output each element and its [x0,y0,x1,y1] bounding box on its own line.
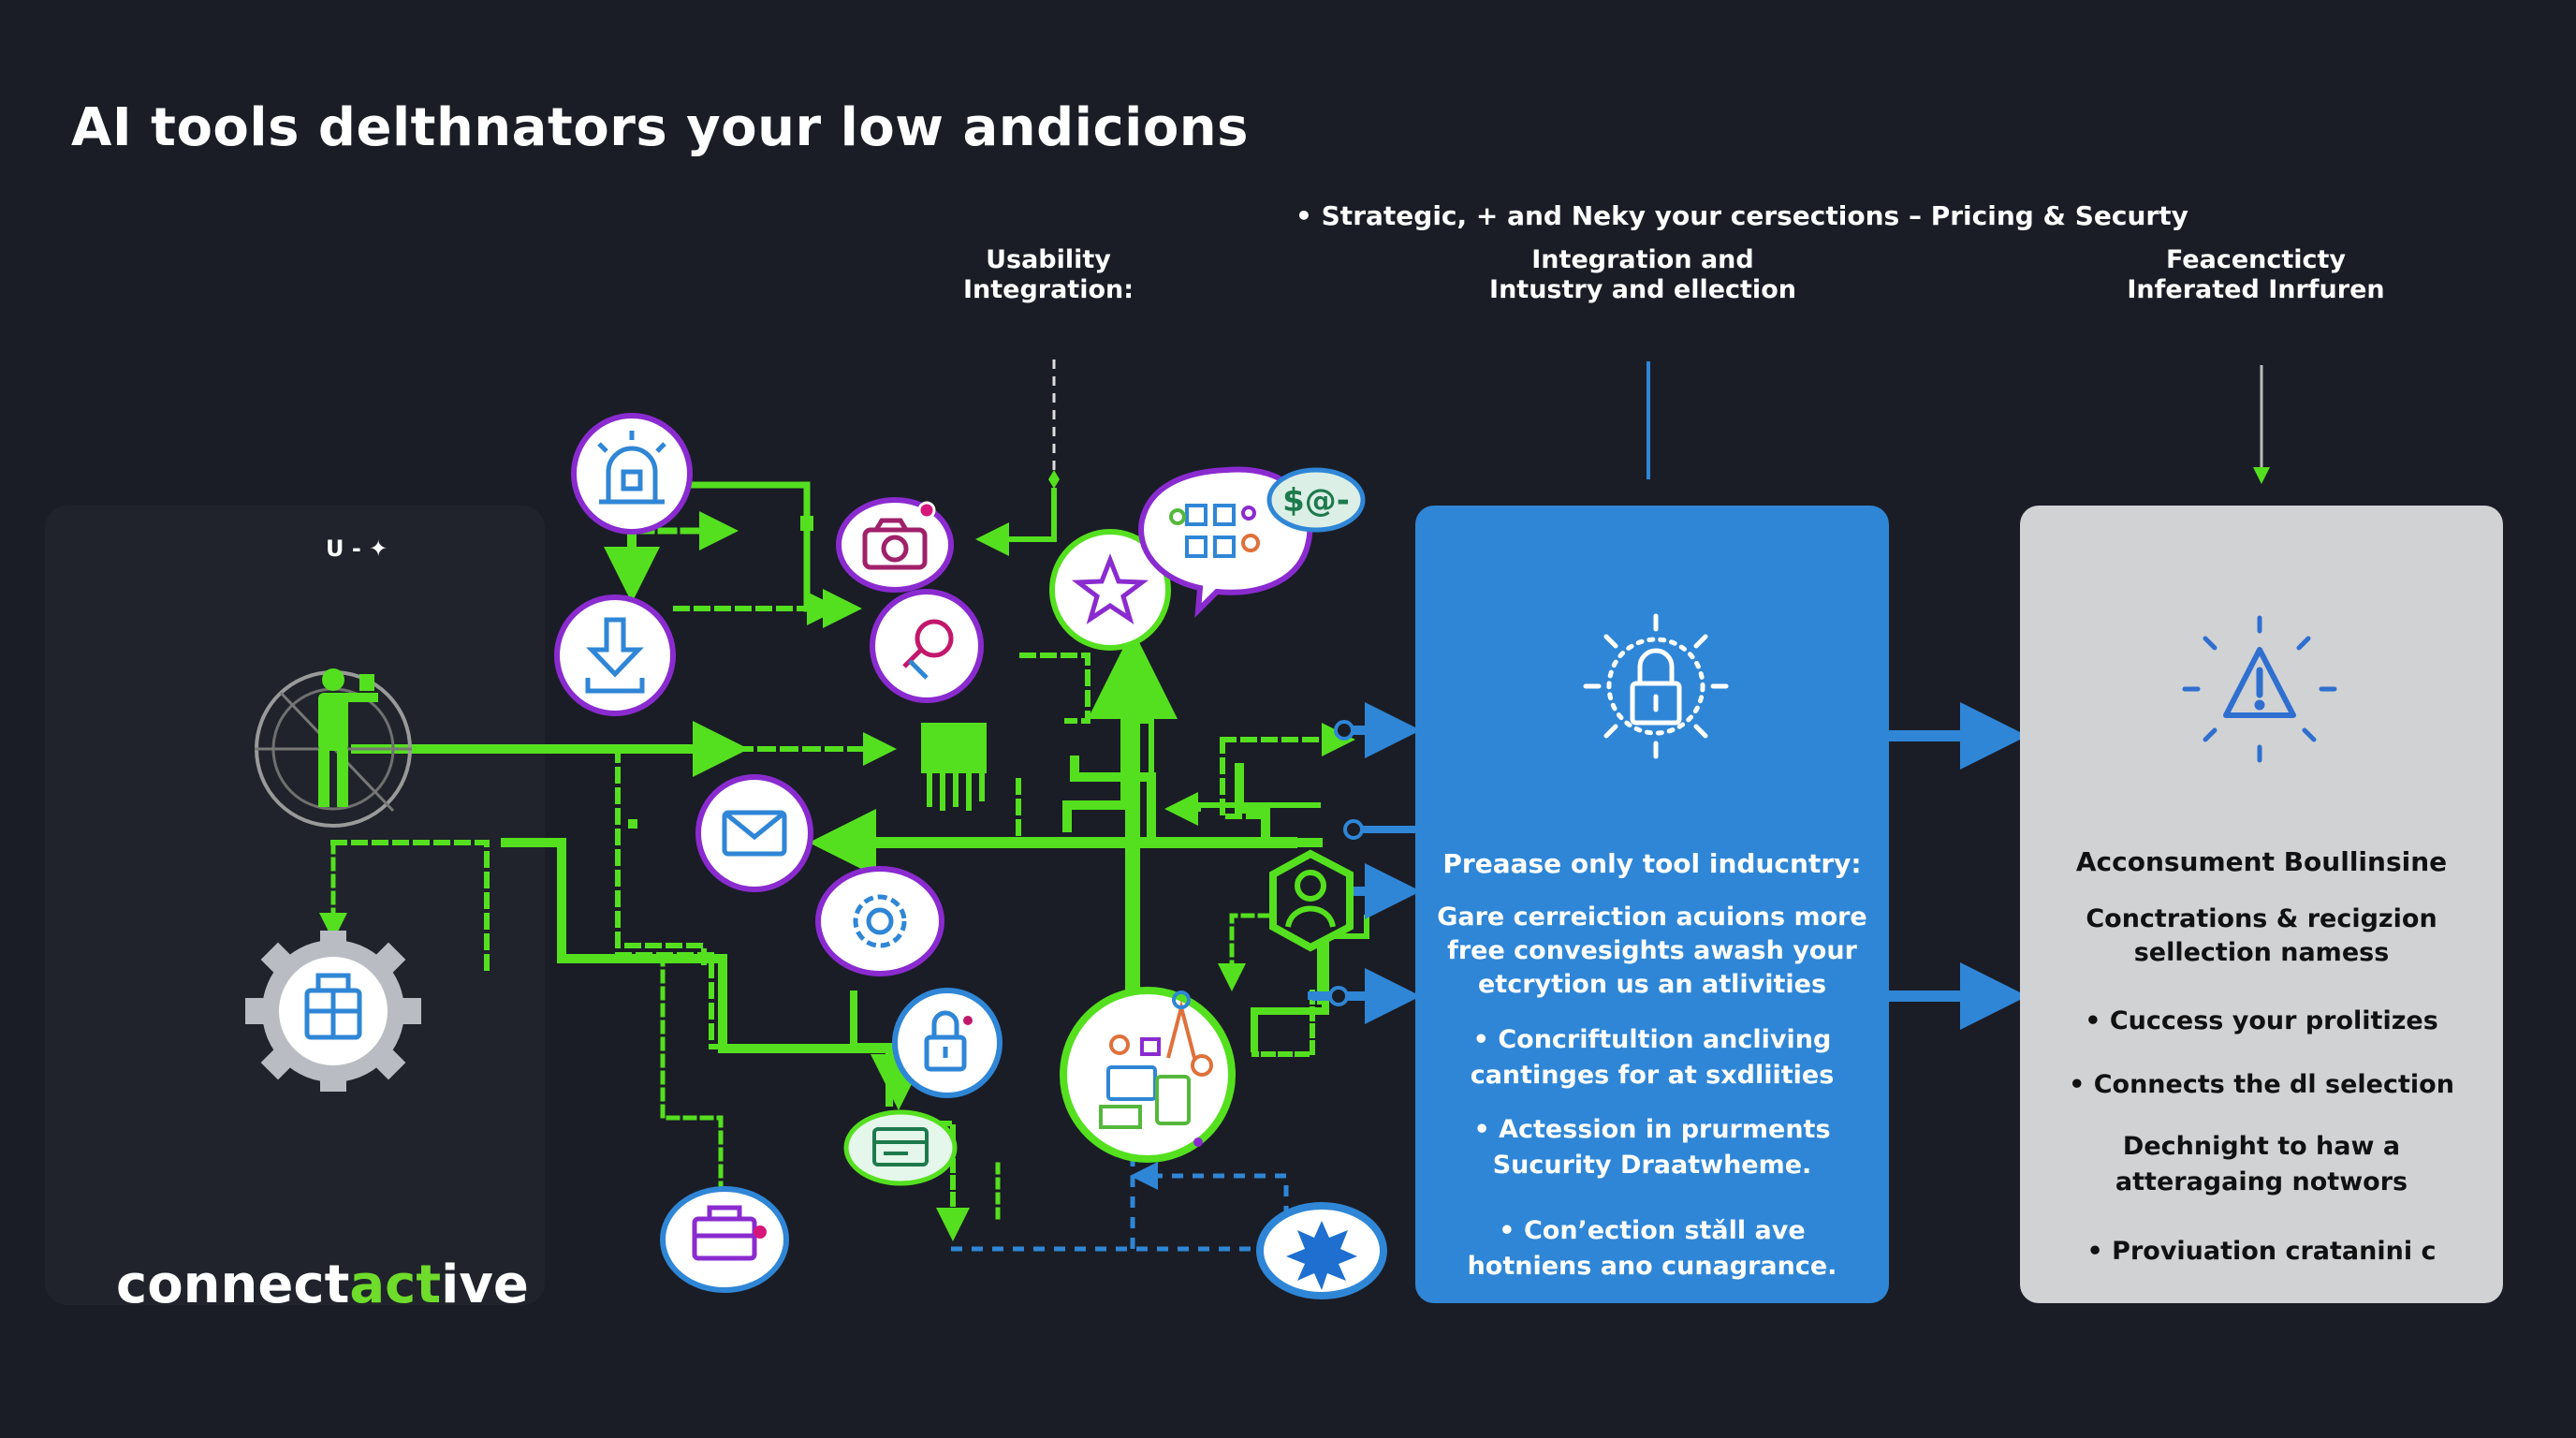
item-line: • Actession in prurments [1473,1115,1831,1144]
assessment-card-item: Dechnight to haw a atteragaing notwors [2020,1129,2503,1200]
node-network-hub[interactable] [1060,987,1236,1163]
column-heading-usability: Usability Integration: [917,245,1179,305]
security-card-item: • Con’ection stǎll ave hotniens ano cuna… [1415,1213,1889,1284]
assessment-card-item: • Connects the dl selection [2020,1067,2503,1103]
item-line: • Proviuation cratanini c [2086,1237,2437,1266]
column-heading-line: Usability [986,245,1111,274]
column-heading-line: Intustry and ellection [1489,275,1796,304]
download-icon [585,617,645,694]
security-card-item: • Concriftultion ancliving cantinges for… [1415,1022,1889,1093]
gear-icon [853,894,907,948]
item-line: Sucurity Draatwheme. [1492,1151,1812,1180]
node-user-shield[interactable] [1269,849,1354,952]
network-hub-icon [1099,990,1213,1129]
brand-highlight: act [349,1255,442,1315]
node-mail[interactable] [695,774,813,892]
green-connectors [319,444,1369,1241]
node-link[interactable] [870,589,984,703]
person-node [255,668,412,828]
brand-logo: connectactive [116,1255,529,1315]
badge-burst-icon [1286,1221,1357,1290]
padlock-icon [924,1010,967,1072]
briefcase-gear-node [245,931,421,1092]
node-star[interactable] [1049,529,1171,651]
assessment-card: Acconsument Boullinsine Conctrations & r… [2020,506,2503,1303]
body-line: free convesights awash your [1447,936,1857,965]
node-camera[interactable] [836,497,954,593]
mail-icon [722,810,787,857]
node-download[interactable] [554,594,676,716]
item-line: • Cuccess your prolitizes [2085,1006,2438,1035]
item-line: atteragaing notwors [2115,1167,2408,1196]
node-briefcase-small[interactable] [660,1186,789,1293]
column-heading-feacencticty: Feacencticty Inferated Inrfuren [2087,245,2424,305]
briefcase-icon [304,973,362,1040]
assessment-card-item: • Cuccess your prolitizes [2020,1004,2503,1039]
column-heading-line: Integration and [1531,245,1754,274]
assessment-card-title: Acconsument Boullinsine [2075,846,2448,877]
column-heading-line: Inferated Inrfuren [2127,275,2385,304]
item-line: hotniens ano cunagrance. [1467,1252,1837,1281]
page-title: AI tools delthnators your low andicions [71,97,1250,158]
node-credit-card[interactable] [843,1109,958,1186]
star-icon [1071,553,1149,624]
camera-icon [862,518,928,570]
column-heading-integration: Integration and Intustry and ellection [1460,245,1825,305]
assessment-card-body: Conctrations & recigzion sellection name… [2020,902,2503,970]
security-card: Preaase only tool inducntry: Gare cerrei… [1415,506,1889,1303]
link-icon [902,619,954,680]
warning-icon [2182,615,2337,763]
security-card-title: Preaase only tool inducntry: [1442,848,1862,879]
page-subtitle: • Strategic, + and Neky your cersections… [1295,200,2188,231]
brand-prefix: connect [116,1255,350,1315]
left-panel [45,506,545,1305]
node-gear[interactable] [815,866,944,976]
user-shield-icon [1285,870,1336,928]
security-card-body: Gare cerreiction acuions more free conve… [1415,901,1889,1002]
node-badge-burst[interactable] [1256,1202,1387,1299]
person-icon [318,668,378,807]
alarm-light-icon [597,431,666,505]
assessment-card-item: • Proviuation cratanini c [2020,1234,2503,1269]
item-line: • Con’ection stǎll ave [1499,1216,1806,1245]
item-line: Dechnight to haw a [2122,1132,2401,1161]
column-heading-line: Integration: [962,275,1134,304]
body-line: etcrytion us an atlivities [1477,970,1827,999]
column-heading-line: Feacencticty [2165,245,2347,274]
header-connectors [1048,360,2270,489]
item-line: • Concriftultion ancliving [1472,1025,1832,1054]
node-currency-badge[interactable]: $@- [1266,467,1366,533]
node-processor [921,723,987,811]
credit-card-icon [872,1127,929,1167]
currency-badge-icon: $@- [1282,482,1350,520]
body-line: sellection namess [2133,938,2390,967]
brand-suffix: ive [441,1255,529,1315]
item-line: • Connects the dl selection [2069,1070,2454,1099]
item-line: cantinges for at sxdliities [1470,1061,1835,1090]
body-line: Conctrations & recigzion [2086,904,2437,933]
left-panel-label: U - ✦ [326,536,388,562]
security-card-item: • Actession in prurments Sucurity Draatw… [1415,1112,1889,1183]
node-alarm-light[interactable] [571,413,693,535]
chat-bubble-icon [1169,504,1260,558]
node-padlock[interactable] [892,988,1003,1098]
briefcase-small-icon [692,1205,757,1261]
connector-ports [1328,720,1364,1006]
secure-cloud-icon [1583,613,1729,759]
body-line: Gare cerreiction acuions more [1437,902,1867,932]
